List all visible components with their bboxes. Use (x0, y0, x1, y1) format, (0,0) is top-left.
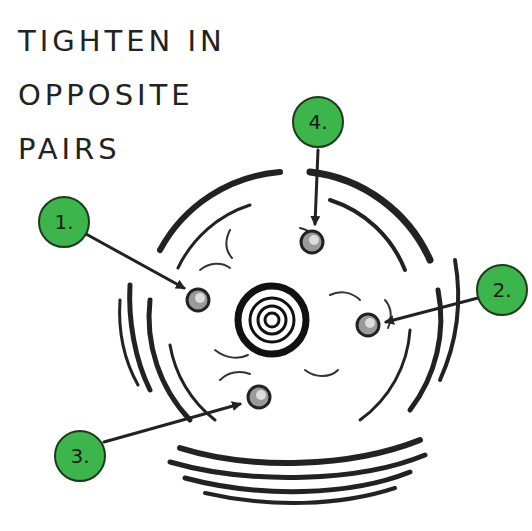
callout-circle: 1. (37, 195, 91, 249)
center-hub (238, 286, 306, 354)
callout-number: 1. (37, 195, 91, 249)
callout-circle: 2. (475, 263, 529, 317)
leader-arrows (86, 150, 478, 442)
lug-nuts (187, 231, 379, 408)
callout-number: 4. (291, 95, 345, 149)
wheel-rim (120, 172, 459, 420)
heading: TIGHTEN IN OPPOSITE PAIRS (18, 14, 308, 176)
hub-sketch-lines (200, 228, 391, 380)
callout-number: 2. (475, 263, 529, 317)
ground-shadow (170, 440, 425, 503)
callout-circle: 3. (53, 429, 107, 483)
callout-circle: 4. (291, 95, 345, 149)
callout-number: 3. (53, 429, 107, 483)
